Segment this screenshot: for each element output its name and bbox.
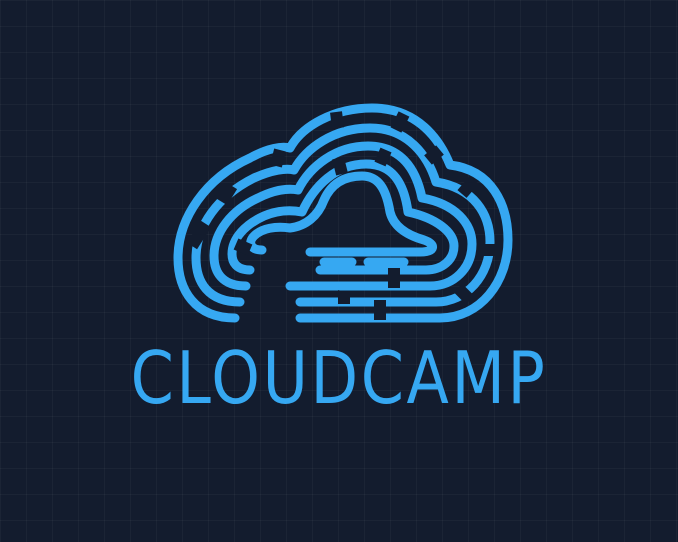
ring-gap bbox=[216, 182, 238, 206]
ring-gap bbox=[270, 148, 286, 168]
ring-gap bbox=[390, 111, 410, 133]
brand-wordmark: CLOUDCAMP bbox=[130, 336, 548, 420]
cloud-ring-3 bbox=[209, 141, 477, 291]
ring-gap bbox=[457, 176, 479, 198]
ring-gap bbox=[453, 283, 475, 305]
ring-gap bbox=[332, 156, 348, 176]
ring-gap bbox=[424, 145, 444, 165]
ring-gap bbox=[330, 111, 344, 129]
ring-gap bbox=[233, 238, 253, 256]
cloud-ring-5 bbox=[246, 171, 437, 257]
ring-gap bbox=[374, 147, 392, 167]
ring-gap bbox=[186, 220, 212, 250]
